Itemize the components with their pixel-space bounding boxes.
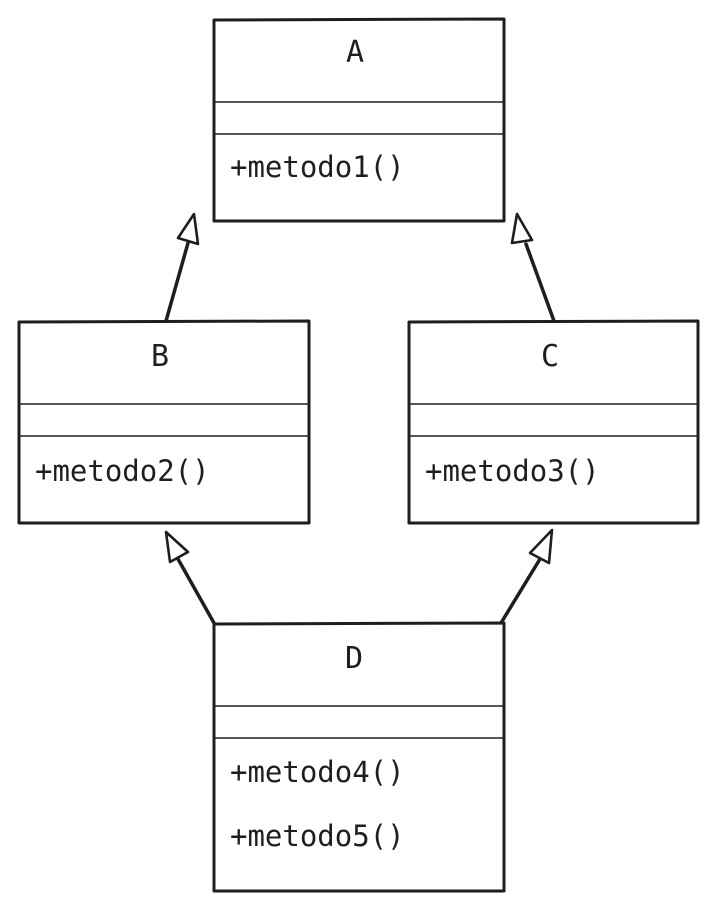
arrow-head-hollow-triangle — [510, 212, 534, 245]
arrow-shaft — [176, 557, 216, 625]
method-c-1: +metodo3() — [425, 454, 600, 488]
class-name-b: B — [151, 339, 169, 374]
class-border — [212, 17, 506, 223]
class-name-a: A — [346, 35, 364, 70]
class-box-a[interactable]: A +metodo1() — [212, 17, 506, 223]
inheritance-arrow-c-to-a[interactable] — [510, 212, 556, 323]
class-background — [19, 322, 309, 523]
class-border — [17, 319, 311, 525]
arrow-shaft — [499, 557, 542, 625]
method-d-1: +metodo4() — [230, 755, 405, 789]
arrow-shaft — [164, 241, 190, 323]
inheritance-arrow-b-to-a[interactable] — [164, 212, 200, 323]
class-box-d[interactable]: D +metodo4() +metodo5() — [212, 621, 506, 893]
class-name-c: C — [541, 339, 559, 374]
class-background — [409, 322, 698, 523]
class-border — [212, 621, 506, 893]
method-b-1: +metodo2() — [35, 454, 210, 488]
method-a-1: +metodo1() — [230, 150, 405, 184]
inheritance-arrow-d-to-b[interactable] — [164, 530, 216, 625]
method-d-2: +metodo5() — [230, 819, 405, 853]
class-background — [214, 624, 504, 891]
inheritance-arrows — [164, 212, 556, 625]
arrow-head-hollow-triangle — [164, 530, 190, 564]
class-background — [214, 20, 504, 221]
class-box-b[interactable]: B +metodo2() — [17, 319, 311, 525]
arrow-shaft — [524, 242, 556, 323]
class-name-d: D — [345, 641, 363, 676]
class-border — [407, 319, 700, 525]
inheritance-arrow-d-to-c[interactable] — [499, 528, 554, 625]
class-box-c[interactable]: C +metodo3() — [407, 319, 700, 525]
arrow-head-hollow-triangle — [176, 212, 200, 246]
arrow-head-hollow-triangle — [528, 528, 554, 565]
